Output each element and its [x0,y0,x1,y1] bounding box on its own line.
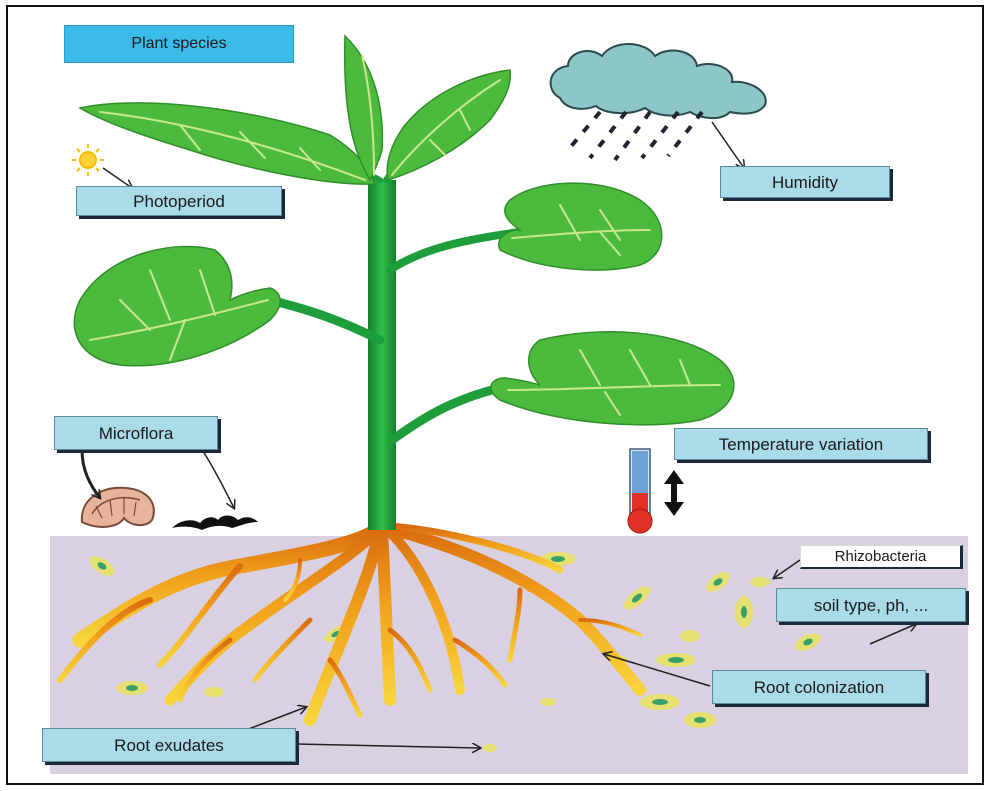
arrow-rain-humidity [712,122,744,168]
bacterium [694,717,706,723]
leaf-lower-right [491,332,734,425]
cloud-icon [551,44,766,118]
bacterium [750,577,770,587]
up-down-arrow-icon [664,470,684,516]
root-exudates-label: Root exudates [42,728,296,762]
leaf-middle-right [499,183,662,270]
humidity-label: Humidity [720,166,890,198]
sun-icon [72,144,104,176]
arrow-microflora-fungus [82,450,100,498]
bacterium [652,699,668,705]
plant-species-label: Plant species [64,25,294,63]
arrow-microflora-bat [200,446,234,508]
root-colonization-label: Root colonization [712,670,926,704]
bacterium [741,606,747,618]
bacterium [680,630,700,642]
bacterium [204,687,224,697]
bacterium [540,698,556,706]
bacterium [126,685,138,691]
plant-stem [368,180,396,530]
leaf-top-right [387,70,510,180]
fungus-icon [82,488,154,527]
bacterium [668,657,684,663]
soil-type-label: soil type, ph, ... [776,588,966,622]
thermometer-icon [628,449,652,533]
bacterium [551,556,565,562]
leaf-left [74,247,280,366]
temperature-variation-label: Temperature variation [674,428,928,460]
arrow-sun-photoperiod [103,168,132,188]
bacterium [483,744,497,752]
bat-icon [172,516,258,531]
rhizobacteria-label: Rhizobacteria [800,545,963,569]
photoperiod-label: Photoperiod [76,186,282,216]
rain-icon [568,112,702,160]
microflora-label: Microflora [54,416,218,450]
